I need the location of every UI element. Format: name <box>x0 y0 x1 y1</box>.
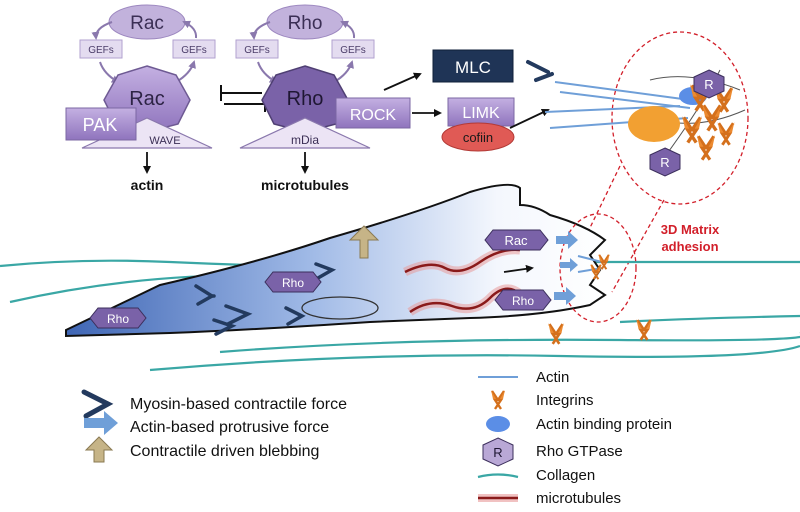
limk-label: LIMK <box>462 105 500 122</box>
gefs-label: GEFs <box>181 45 207 56</box>
legend-actin-force-label: Actin-based protrusive force <box>130 419 329 436</box>
zoom-rho-gtpase-bottom <box>649 147 681 177</box>
rac-cycle-arrow-left <box>91 21 113 40</box>
legend-integrin-icon <box>489 388 507 411</box>
zoom-focal-adhesion <box>628 106 680 142</box>
cell-migration-arrow <box>503 264 534 273</box>
cell-rac-label: Rac <box>504 233 528 248</box>
legend-collagen-label: Collagen <box>536 467 595 484</box>
legend-left: Myosin-based contractile force Actin-bas… <box>81 389 347 463</box>
rac-inactive-label: Rac <box>130 13 164 34</box>
zoom-connector-upper <box>584 165 621 239</box>
microtubules-output-label: microtubules <box>261 177 349 193</box>
gefs-label: GEFs <box>244 45 270 56</box>
myosin-force-icon <box>81 389 114 419</box>
cell-rho-upper-label: Rho <box>282 276 304 290</box>
legend-myosin-label: Myosin-based contractile force <box>130 396 347 413</box>
wave-label: WAVE <box>149 135 180 147</box>
legend-rho-gtpase-symbol: R <box>493 445 502 460</box>
zoom-rho-gtpase-top <box>693 69 725 99</box>
rac-active-label: Rac <box>129 88 165 110</box>
mlc-label: MLC <box>455 58 491 77</box>
rho-cycle-arrow-right <box>340 20 356 39</box>
zoom-rho-gtpase-bottom-label: R <box>660 155 669 170</box>
cell-rho-upper-node <box>264 271 322 293</box>
pak-box <box>65 107 137 141</box>
adhesion-zoom-circle <box>611 31 749 205</box>
gefs-label: GEFs <box>88 45 114 56</box>
legend-actin-label: Actin <box>536 369 569 386</box>
legend-rho-gtpase-label: Rho GTPase <box>536 443 623 460</box>
legend-abp-icon <box>486 416 510 432</box>
actin-output-label: actin <box>131 177 164 193</box>
cell-contractile-arrows <box>194 262 337 336</box>
mlc-box <box>432 49 514 83</box>
legend-rho-gtpase-icon <box>482 437 514 467</box>
gefs-box-rho-left <box>235 39 279 59</box>
rho-inactive-label: Rho <box>288 13 323 34</box>
gefs-label: GEFs <box>340 45 366 56</box>
rho-active-label: Rho <box>287 88 324 110</box>
cell-rho-left-label: Rho <box>107 312 129 326</box>
signaling-network: Rac GEFs GEFs Rac WAVE PAK actin Rho <box>65 4 554 193</box>
legend-collagen-icon <box>477 473 519 479</box>
cell-rho-left-node <box>89 307 147 329</box>
adhesion-zoom: R R 3D Matrix adhesion <box>544 31 749 293</box>
gefs-box-rac-right <box>172 39 216 59</box>
matrix-adhesion-title-line1: 3D Matrix <box>661 222 720 237</box>
leading-edge-zoom-circle <box>559 213 637 323</box>
pak-label: PAK <box>83 115 118 135</box>
legend-abp-label: Actin binding protein <box>536 416 672 433</box>
legend-microtubules-label: microtubules <box>536 490 621 507</box>
cell-nucleus <box>301 296 379 320</box>
cofilin-label: cofiin <box>463 130 493 145</box>
mdia-label: mDia <box>291 133 319 147</box>
legend-blebbing-label: Contractile driven blebbing <box>130 443 319 460</box>
cell-protrusive-arrows <box>554 231 578 305</box>
gefs-box-rho-right <box>331 39 375 59</box>
cell-rho-lower-node <box>494 289 552 311</box>
blebbing-icon <box>84 436 114 463</box>
rock-box <box>335 97 411 129</box>
cell-rac-node <box>484 229 549 251</box>
cell-blebbing-arrow <box>348 225 380 259</box>
migrating-cell-scene: Rac Rho Rho Rho <box>0 183 800 372</box>
rac-cycle-arrow-right <box>182 20 198 39</box>
cell-microtubules <box>403 245 523 316</box>
cell-rho-lower-label: Rho <box>512 294 534 308</box>
rock-to-mlc-arrow <box>383 72 422 91</box>
mdia-triangle <box>239 117 371 149</box>
mlc-contractile-arrow <box>526 60 554 82</box>
zoom-connector-lower <box>611 199 665 293</box>
legend-integrins-label: Integrins <box>536 392 594 409</box>
mutual-inhibition-symbol <box>220 85 266 112</box>
cofilin-to-actin-arrow <box>509 108 550 129</box>
gefs-box-rac-left <box>79 39 123 59</box>
zoom-rho-gtpase-top-label: R <box>704 77 713 92</box>
rock-label: ROCK <box>350 107 397 124</box>
rho-cycle-arrow-left <box>249 21 271 40</box>
cofilin-node <box>441 122 515 152</box>
cell-body <box>65 183 607 338</box>
actin-force-icon <box>84 411 118 435</box>
legend-right: Actin Integrins Actin binding protein R … <box>477 369 672 507</box>
leading-edge-adhesion <box>577 253 611 281</box>
matrix-adhesion-title-line2: adhesion <box>661 239 718 254</box>
